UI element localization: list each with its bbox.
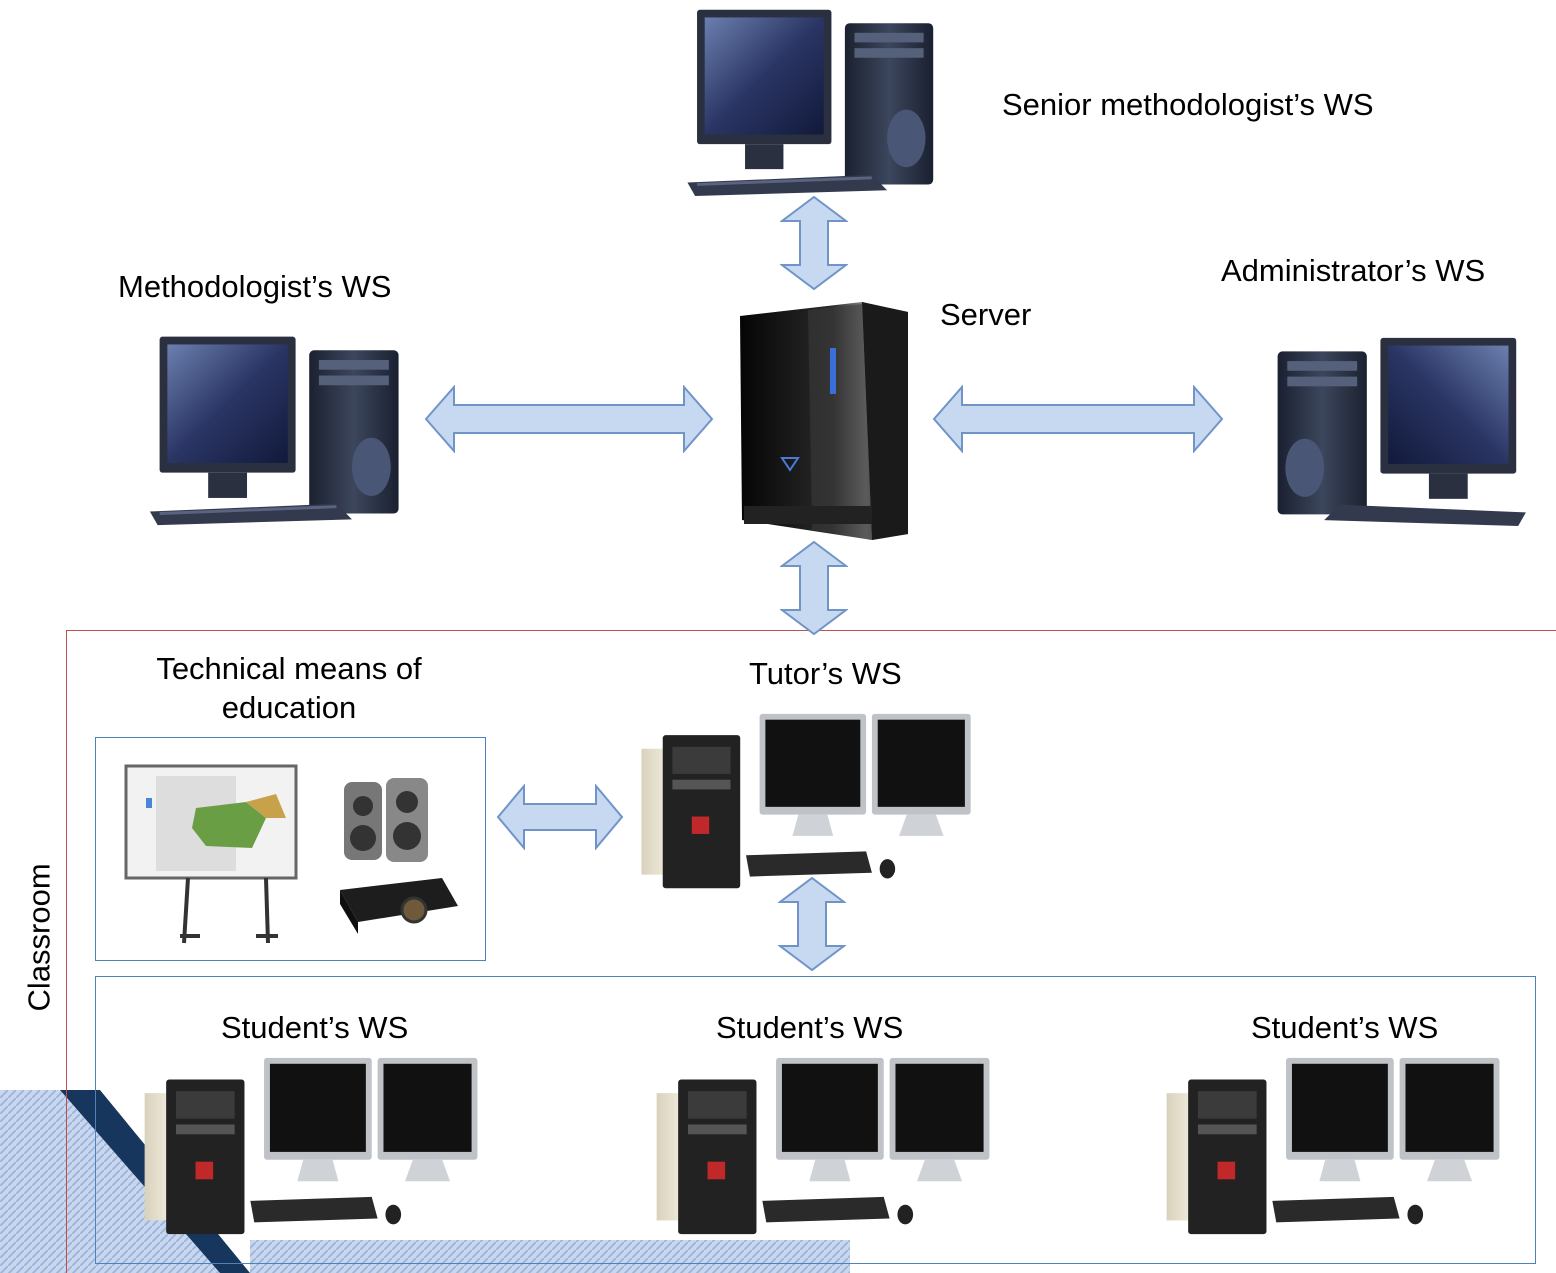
student-label-1: Student’s WS (221, 1010, 409, 1045)
student-label-2: Student’s WS (716, 1010, 904, 1045)
arrow-senior-server (780, 195, 848, 291)
tutor-workstation-icon (618, 710, 998, 894)
arrow-server-classroom (780, 540, 848, 636)
methodologist-workstation-icon (146, 330, 418, 526)
senior-methodologist-label: Senior methodologist’s WS (1002, 87, 1374, 122)
students-box (95, 976, 1536, 1264)
technical-means-label-line2: education (221, 689, 357, 725)
tutor-label: Tutor’s WS (749, 656, 902, 691)
arrow-technical-tutor (496, 784, 624, 850)
methodologist-label: Methodologist’s WS (118, 269, 392, 304)
student-workstation-icon-1 (128, 1054, 498, 1240)
speakers-icon (344, 778, 428, 862)
administrator-label: Administrator’s WS (1221, 253, 1486, 288)
student-workstation-icon-2 (640, 1054, 1010, 1240)
arrow-server-administrator (932, 385, 1224, 453)
server-label: Server (940, 297, 1032, 332)
projector-icon (340, 878, 458, 934)
student-workstation-icon-3 (1150, 1054, 1520, 1240)
student-label-3: Student’s WS (1251, 1010, 1439, 1045)
arrow-tutor-students (778, 876, 846, 972)
technical-means-label: Technical means of education (96, 650, 482, 728)
technical-means-box (95, 737, 486, 961)
arrow-methodologist-server (424, 385, 714, 453)
senior-methodologist-workstation-icon (680, 4, 956, 196)
technical-means-label-line1: Technical means of (156, 651, 422, 686)
administrator-workstation-icon (1256, 332, 1532, 526)
classroom-label: Classroom (21, 863, 57, 1012)
server-icon (740, 302, 908, 540)
